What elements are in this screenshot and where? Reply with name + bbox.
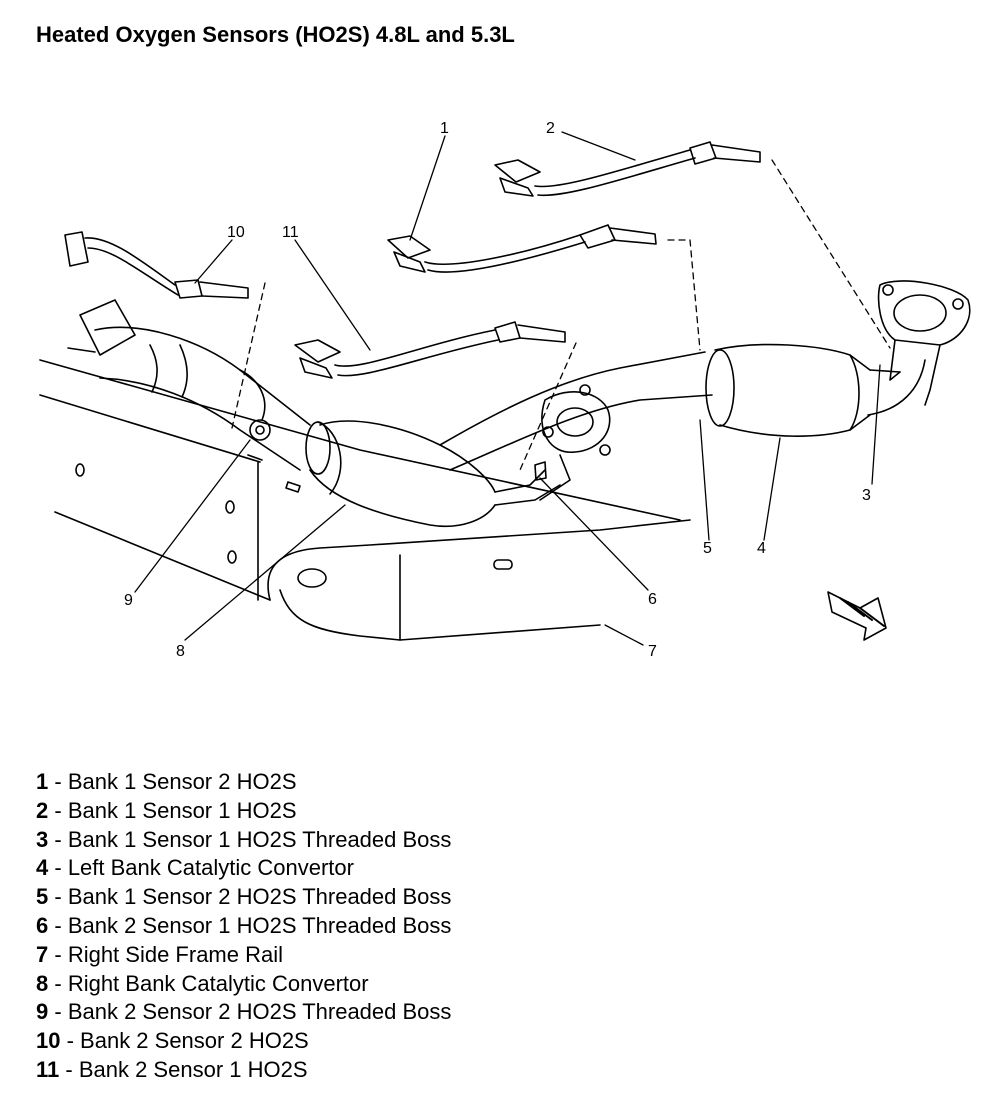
callout-6: 6 (648, 591, 657, 608)
legend-item: 2 - Bank 1 Sensor 1 HO2S (36, 797, 297, 823)
legend-item: 1 - Bank 1 Sensor 2 HO2S (36, 769, 297, 794)
left-exhaust-pipe (439, 351, 713, 501)
legend-item: 6 - Bank 2 Sensor 1 HO2S Threaded Boss (36, 912, 452, 938)
legend-item: 9 - Bank 2 Sensor 2 HO2S Threaded Boss (36, 999, 452, 1025)
frame-rail (39, 359, 691, 641)
callout-11: 11 (282, 224, 299, 241)
legend-list: 1 - Bank 1 Sensor 2 HO2S 2 - Bank 1 Sens… (36, 768, 451, 1085)
callout-5: 5 (703, 540, 712, 557)
sensor-bank1-sensor2 (387, 224, 657, 273)
direction-arrow-icon (827, 591, 887, 641)
callout-9: 9 (124, 592, 133, 609)
sensor-bank2-sensor2 (64, 231, 249, 299)
legend-item: 5 - Bank 1 Sensor 2 HO2S Threaded Boss (36, 884, 452, 910)
callout-7: 7 (648, 643, 657, 660)
sensor-bank1-sensor1 (494, 141, 761, 197)
exhaust-diagram: 1 2 3 4 5 6 7 8 9 10 11 (39, 120, 971, 660)
callout-10: 10 (227, 224, 245, 241)
legend-item: 3 - Bank 1 Sensor 1 HO2S Threaded Boss (36, 826, 452, 852)
legend-item: 11 - Bank 2 Sensor 1 HO2S (36, 1056, 308, 1082)
right-exhaust-pipe (67, 299, 311, 471)
callout-3: 3 (862, 487, 871, 504)
sensor-bank2-sensor1 (294, 321, 566, 379)
callout-2: 2 (546, 120, 555, 137)
left-flange (877, 280, 971, 406)
legend-item: 4 - Left Bank Catalytic Convertor (36, 855, 354, 881)
page-title: Heated Oxygen Sensors (HO2S) 4.8L and 5.… (36, 22, 515, 47)
legend-item: 8 - Right Bank Catalytic Convertor (36, 970, 369, 996)
legend-item: 10 - Bank 2 Sensor 2 HO2S (36, 1028, 309, 1054)
callout-4: 4 (757, 540, 766, 557)
legend-item: 7 - Right Side Frame Rail (36, 941, 284, 967)
right-catalytic-convertor (305, 420, 561, 528)
callout-8: 8 (176, 643, 185, 660)
callout-1: 1 (440, 120, 449, 137)
